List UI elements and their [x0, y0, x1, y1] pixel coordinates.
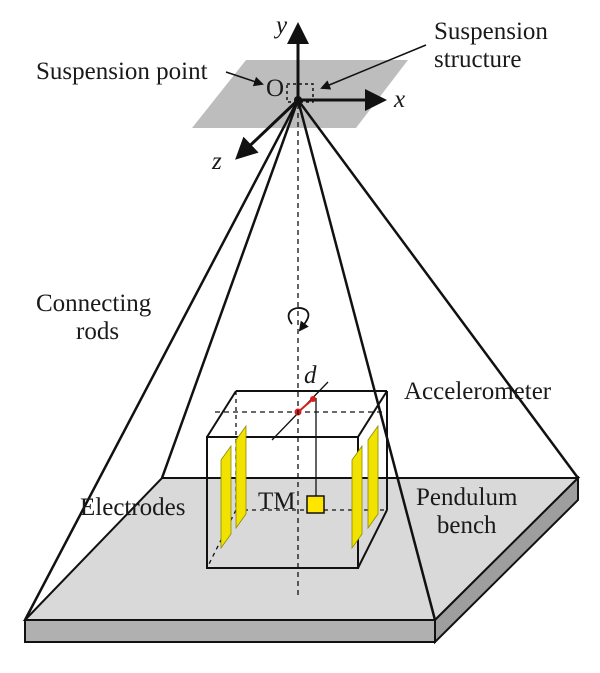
connecting-rods-label: Connecting rods — [36, 290, 151, 346]
origin-dot — [294, 96, 302, 104]
tm-label: TM — [258, 488, 296, 515]
rotation-icon — [287, 307, 310, 332]
origin-label: O — [266, 75, 285, 102]
accelerometer-label: Accelerometer — [404, 378, 552, 405]
test-mass — [306, 495, 325, 514]
electrode-left-2 — [235, 424, 247, 530]
bench-right-face — [434, 475, 579, 645]
suspension-point-label: Suspension point — [36, 58, 208, 85]
y-axis-label: y — [276, 12, 288, 39]
suspension-structure-label: Suspension structure — [434, 18, 548, 74]
red-dot-offset — [310, 396, 316, 402]
pendulum-bench-line-2: bench — [436, 512, 497, 539]
suspension-structure-line-2: structure — [434, 46, 522, 73]
connecting-rods-line-1: Connecting — [36, 290, 152, 317]
z-axis — [235, 98, 300, 160]
pendulum-bench-label: Pendulum bench — [416, 484, 517, 540]
electrode-right-1 — [351, 444, 363, 550]
d-label: d — [304, 362, 317, 389]
connecting-rods — [23, 99, 580, 621]
electrodes-label: Electrodes — [80, 494, 186, 521]
pendulum-bench — [22, 475, 581, 645]
suspension-plate — [192, 60, 408, 128]
z-axis-label: z — [212, 148, 222, 175]
suspension-point-leader — [225, 71, 264, 87]
connecting-rods-line-2: rods — [76, 318, 120, 345]
pendulum-bench-line-1: Pendulum — [416, 484, 518, 511]
suspension-structure-leader — [320, 44, 427, 90]
suspension-structure-line-1: Suspension — [434, 18, 548, 45]
x-axis-label: x — [394, 86, 406, 113]
electrode-right-2 — [367, 424, 379, 530]
electrode-left-1 — [220, 444, 232, 550]
bench-front-face — [24, 619, 436, 643]
electrodes — [220, 424, 379, 550]
coordinate-axes — [235, 22, 387, 160]
